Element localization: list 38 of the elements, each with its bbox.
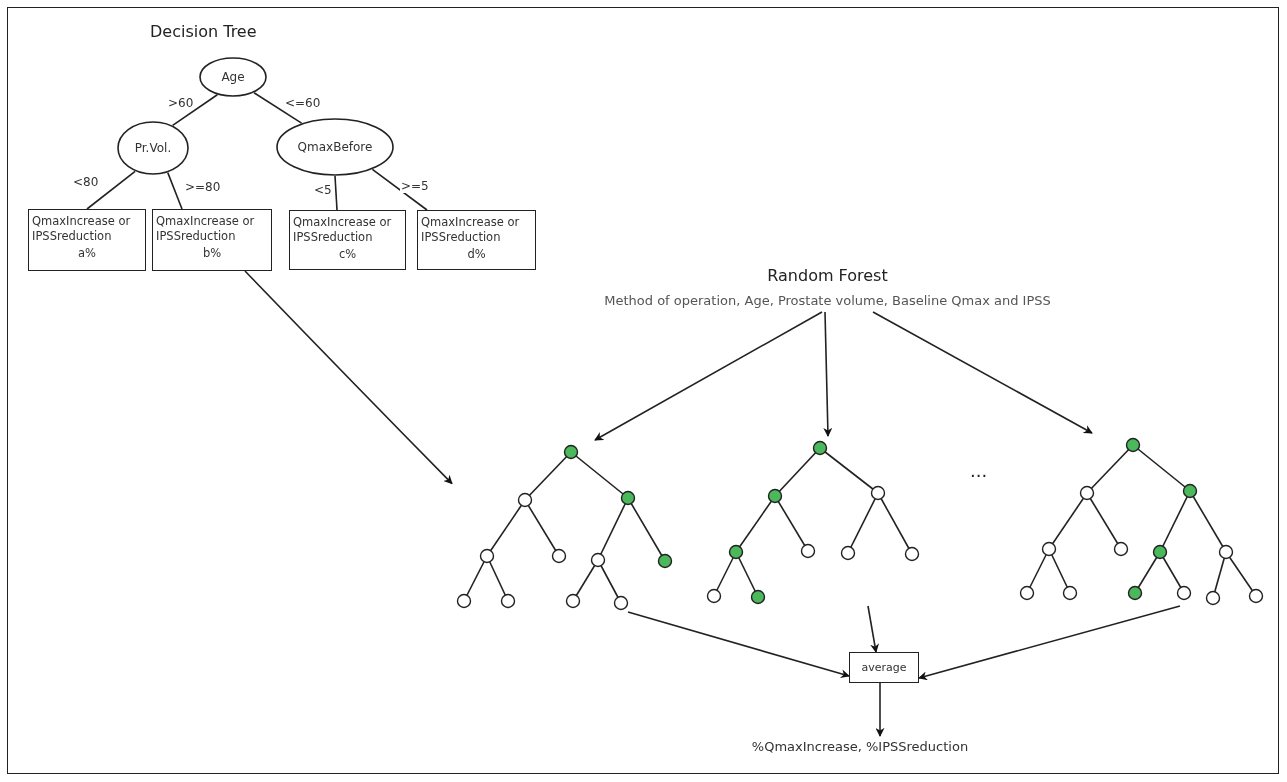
ellipsis: ... <box>970 460 988 481</box>
leaf-box <box>417 210 536 270</box>
leaf-box <box>289 210 406 270</box>
percentage-label: b% <box>202 246 222 261</box>
edge-label: >=80 <box>184 180 222 194</box>
leaf-box <box>28 209 146 271</box>
subtitle: Method of operation, Age, Prostate volume, Baseline Qmax and IPSS <box>604 293 1051 308</box>
edge-label: >60 <box>167 96 195 110</box>
arrow <box>244 270 453 485</box>
node-label: Pr.Vol. <box>134 141 172 155</box>
edge-label: >=5 <box>400 179 430 193</box>
arrow <box>823 311 833 437</box>
arrow <box>918 605 1181 681</box>
arrow <box>867 605 880 653</box>
arrow <box>594 311 823 441</box>
edge-label: <5 <box>313 183 333 197</box>
arrow <box>872 311 1093 434</box>
connector-line <box>166 171 183 210</box>
percentage-label: a% <box>78 246 96 261</box>
connector-line <box>334 175 338 211</box>
section-title: Decision Tree <box>150 22 257 41</box>
arrow <box>627 611 850 679</box>
output-label: %QmaxIncrease, %IPSSreduction <box>751 738 969 754</box>
average-box <box>849 652 919 683</box>
heading: Random Forest <box>767 266 888 285</box>
arrow <box>875 682 885 737</box>
edge-label: <=60 <box>284 96 322 110</box>
node-label: QmaxBefore <box>297 140 373 154</box>
connector-line <box>253 91 303 124</box>
edge-label: <80 <box>72 175 100 189</box>
connector-line <box>171 93 219 127</box>
node-label: Age <box>221 70 245 84</box>
percentage-label: d% <box>467 247 486 262</box>
node-label: average <box>861 661 907 674</box>
percentage-label: c% <box>338 247 357 262</box>
leaf-box <box>152 209 272 271</box>
connector-line <box>86 170 136 210</box>
connector-line <box>371 168 428 211</box>
